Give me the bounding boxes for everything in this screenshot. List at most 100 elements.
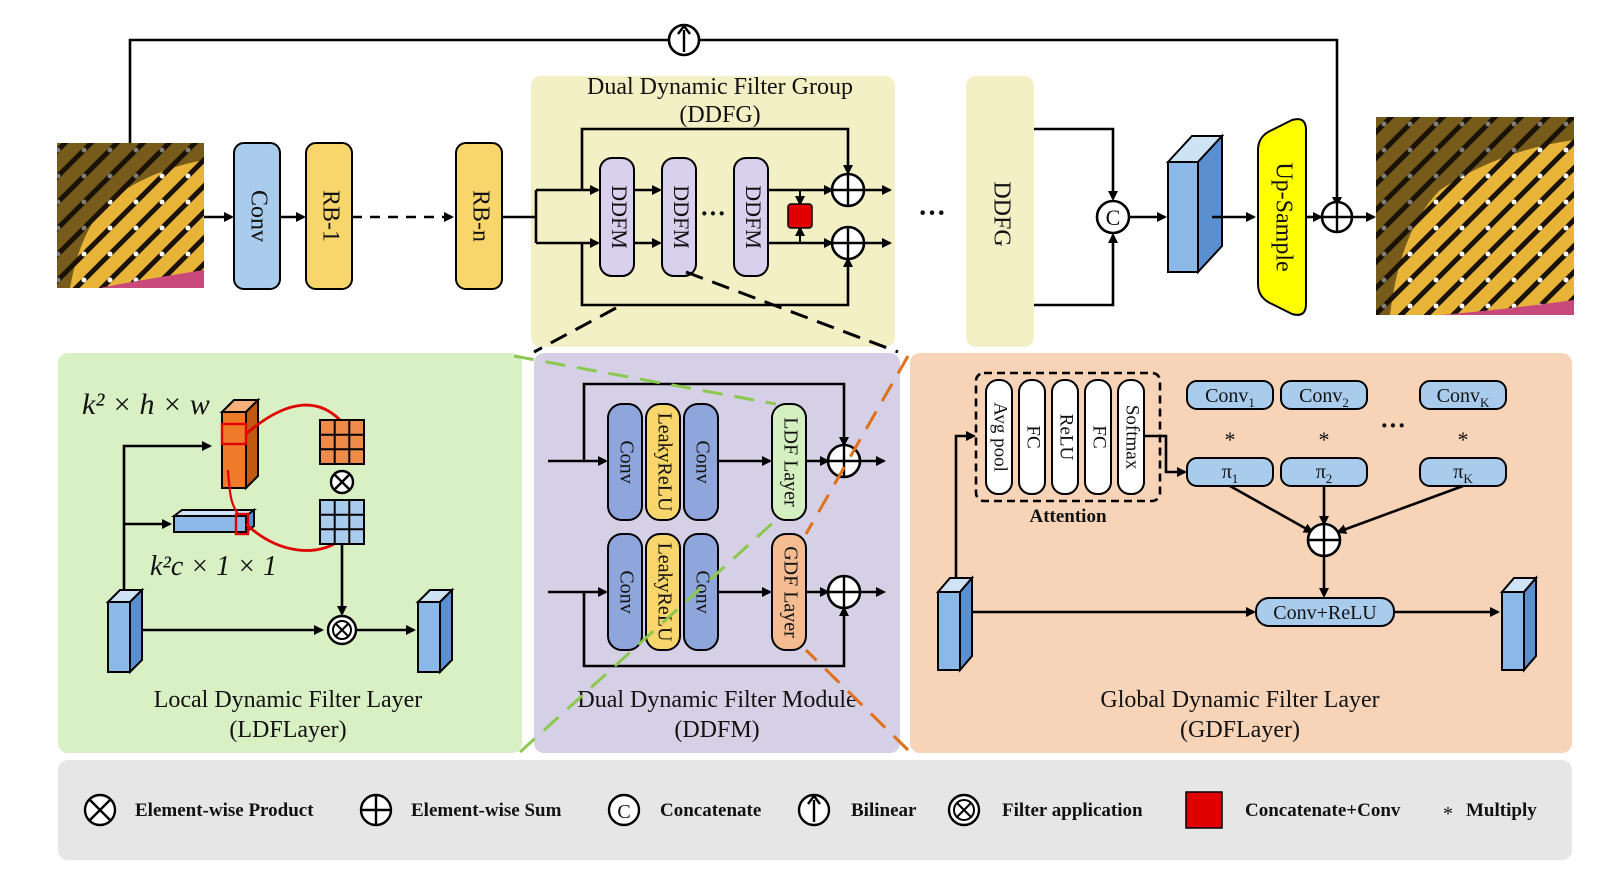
multiply-icon: * [1443, 803, 1453, 825]
ldf-spatial-filter-tensor [219, 397, 261, 491]
concatenate-node-icon: C [1095, 199, 1131, 235]
ldf-channel-filter-tensor [171, 508, 257, 536]
ldf-filter-application-icon [326, 614, 358, 646]
concatenate-conv-block [787, 203, 813, 229]
gdf-pi-1-label: π1 [1222, 461, 1239, 486]
attention-block-fc2-label: FC [1089, 425, 1110, 448]
gdf-pi-2-label: π2 [1316, 461, 1333, 486]
ldf-top-tensor-label: k² × h × w [82, 388, 210, 421]
gdf-conv-relu-label: Conv+ReLU [1273, 602, 1377, 624]
ldf-input-cuboid [105, 587, 145, 675]
gdf-conv-ellipsis: ··· [1380, 411, 1406, 440]
filter-application-icon [947, 793, 981, 827]
ddfm-block-1 [599, 157, 635, 277]
gdf-input-cuboid [935, 575, 975, 673]
gdf-star-1: * [1225, 427, 1236, 452]
ddfm-ellipsis: ··· [700, 199, 726, 228]
attention-block-fc1-label: FC [1023, 425, 1044, 448]
legend-label-element-wise-product: Element-wise Product [135, 800, 314, 821]
legend-label-element-wise-sum: Element-wise Sum [411, 800, 562, 821]
concatenate-icon: C [607, 793, 641, 827]
attention-block-avgpool-label: Avg pool [990, 402, 1011, 472]
ddfm-block-2 [661, 157, 697, 277]
concatenate-conv-icon [1185, 791, 1223, 829]
final-sum-icon [1320, 200, 1354, 234]
ddfg-title-line1: Dual Dynamic Filter Group [587, 74, 853, 100]
ldf-zoom-line-2 [518, 518, 778, 754]
svg-text:C: C [617, 801, 630, 823]
gdf-conv-1-label: Conv1 [1205, 385, 1255, 410]
gdf-sum-icon [1306, 522, 1342, 558]
legend-label-concatenate-conv: Concatenate+Conv [1245, 800, 1401, 821]
ldf-channel-kernel-grid [319, 499, 365, 545]
ldf-panel [58, 353, 522, 753]
ddfm-title-line2: (DDFM) [674, 717, 759, 743]
ldf-output-cuboid [415, 587, 455, 675]
ddfm-block-2-label: DDFM [669, 185, 694, 249]
ldf-product-icon [329, 469, 355, 495]
ddfg-sum-bottom-icon [830, 225, 866, 261]
ddfm-top-conv-1 [607, 403, 643, 521]
ddfg-between-ellipsis: ··· [918, 198, 946, 229]
ddfm-top-conv-2-label: Conv [691, 440, 713, 483]
ddfm-top-lrelu [645, 403, 681, 521]
svg-text:C: C [1106, 205, 1121, 230]
legend-label-bilinear: Bilinear [851, 800, 917, 821]
ddfm-block-1-label: DDFM [607, 185, 632, 249]
attention-block-relu-label: ReLU [1056, 414, 1077, 461]
gdf-conv-2 [1280, 380, 1368, 410]
bilinear-legend-icon [797, 793, 831, 827]
ddfg-title-line2: (DDFG) [679, 102, 760, 128]
upsample-label: Up-Sample [1270, 162, 1296, 271]
conv-block-label: Conv [245, 190, 271, 242]
ddfm-sum-bottom-icon [826, 574, 862, 610]
element-wise-sum-icon [359, 793, 393, 827]
ddfm-ldf-layer-label: LDF Layer [779, 417, 801, 507]
zoom-line-right [685, 270, 899, 354]
attention-block-softmax-label: Softmax [1122, 405, 1143, 470]
attention-block-fc1 [1018, 379, 1046, 495]
ddfm-gdf-layer-label: GDF Layer [779, 546, 801, 638]
ddfm-bottom-lrelu-label: LeakyReLU [653, 543, 675, 642]
gdf-output-cuboid [1499, 575, 1539, 673]
ddfg-sum-top-icon [830, 172, 866, 208]
ddfm-bottom-lrelu [645, 533, 681, 651]
feature-cuboid [1165, 133, 1225, 275]
gdf-conv-k-label: ConvK [1437, 385, 1490, 410]
ddfm-bottom-conv-1-label: Conv [615, 570, 637, 613]
second-ddfg-panel [966, 76, 1034, 347]
gdf-star-2: * [1319, 427, 1330, 452]
ddfm-top-conv-1-label: Conv [615, 440, 637, 483]
ldf-title-line2: (LDFLayer) [229, 717, 346, 743]
legend-label-filter-application: Filter application [1002, 800, 1143, 821]
gdf-conv-k [1419, 380, 1507, 410]
ldf-spatial-kernel-grid [319, 419, 365, 465]
ddfm-block-k [733, 157, 769, 277]
legend-label-multiply: Multiply [1466, 800, 1537, 821]
element-wise-product-icon [83, 793, 117, 827]
gdf-title-line2: (GDFLayer) [1180, 717, 1300, 743]
ldf-title-line1: Local Dynamic Filter Layer [154, 687, 423, 713]
rb-n-label: RB-n [467, 190, 493, 242]
ddfm-block-k-label: DDFM [741, 185, 766, 249]
second-ddfg-label: DDFG [988, 181, 1014, 246]
zoom-line-left [533, 306, 617, 354]
gdf-star-k: * [1458, 427, 1469, 452]
attention-block-fc2 [1084, 379, 1112, 495]
gdf-pi-k-label: πK [1453, 461, 1473, 486]
output-image [1376, 117, 1574, 315]
rb-1-label: RB-1 [317, 190, 343, 242]
gdf-zoom-line-2 [804, 648, 910, 752]
ddfg-panel [531, 76, 895, 347]
attention-block-avgpool [985, 379, 1013, 495]
ldf-zoom-line-1 [513, 354, 777, 406]
ddfm-title-line1: Dual Dynamic Filter Module [577, 687, 856, 713]
ddfm-top-lrelu-label: LeakyReLU [653, 413, 675, 512]
ddfm-bottom-conv-1 [607, 533, 643, 651]
ddfm-bottom-conv-2-label: Conv [691, 570, 713, 613]
gdf-conv-1 [1186, 380, 1274, 410]
gdf-conv-2-label: Conv2 [1299, 385, 1349, 410]
upsample-block [1257, 118, 1307, 316]
gdf-title-line1: Global Dynamic Filter Layer [1100, 687, 1379, 713]
